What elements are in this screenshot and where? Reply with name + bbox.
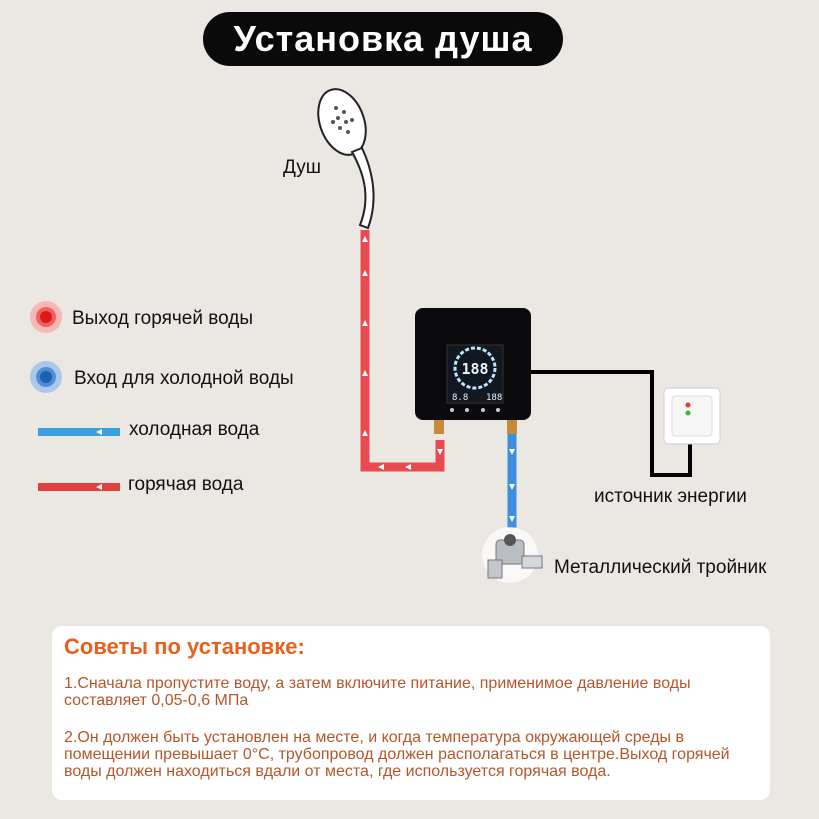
power-cable xyxy=(530,370,692,477)
hot-fitting xyxy=(434,420,444,434)
tip-1: 1.Сначала пропустите воду, а затем включ… xyxy=(64,675,691,709)
legend-hot-water: горячая вода xyxy=(128,474,244,495)
legend-cold-water: холодная вода xyxy=(129,419,260,440)
hot-water-legend-icon xyxy=(38,483,120,491)
display-left: 8.8 xyxy=(452,393,468,403)
cold-water-legend-icon xyxy=(38,428,120,436)
control-buttons xyxy=(450,408,500,412)
tips-heading: Советы по установке: xyxy=(64,634,305,659)
power-source-label: источник энергии xyxy=(594,486,747,507)
tee-label: Металлический тройник xyxy=(554,557,767,578)
display-right: 188 xyxy=(486,393,502,403)
cold-inlet-legend-icon xyxy=(30,361,62,393)
legend-cold-inlet: Вход для холодной воды xyxy=(74,368,294,389)
hot-water-pipe xyxy=(360,230,445,472)
water-heater: 188 8.8 188 xyxy=(415,308,531,420)
cold-water-pipe xyxy=(507,428,517,528)
hot-outlet-legend-icon xyxy=(30,301,62,333)
cold-fitting xyxy=(507,420,517,434)
tips-card: Советы по установке: 1.Сначала пропустит… xyxy=(52,626,770,800)
shower-head-icon xyxy=(317,88,375,230)
shower-label: Душ xyxy=(283,157,322,178)
metal-tee-icon xyxy=(482,527,543,583)
page-title: Установка душа xyxy=(203,12,563,66)
display-main: 188 xyxy=(461,360,488,378)
legend-hot-outlet: Выход горячей воды xyxy=(72,308,253,329)
tip-2: 2.Он должен быть установлен на месте, и … xyxy=(64,729,730,780)
power-socket-icon xyxy=(663,387,721,445)
